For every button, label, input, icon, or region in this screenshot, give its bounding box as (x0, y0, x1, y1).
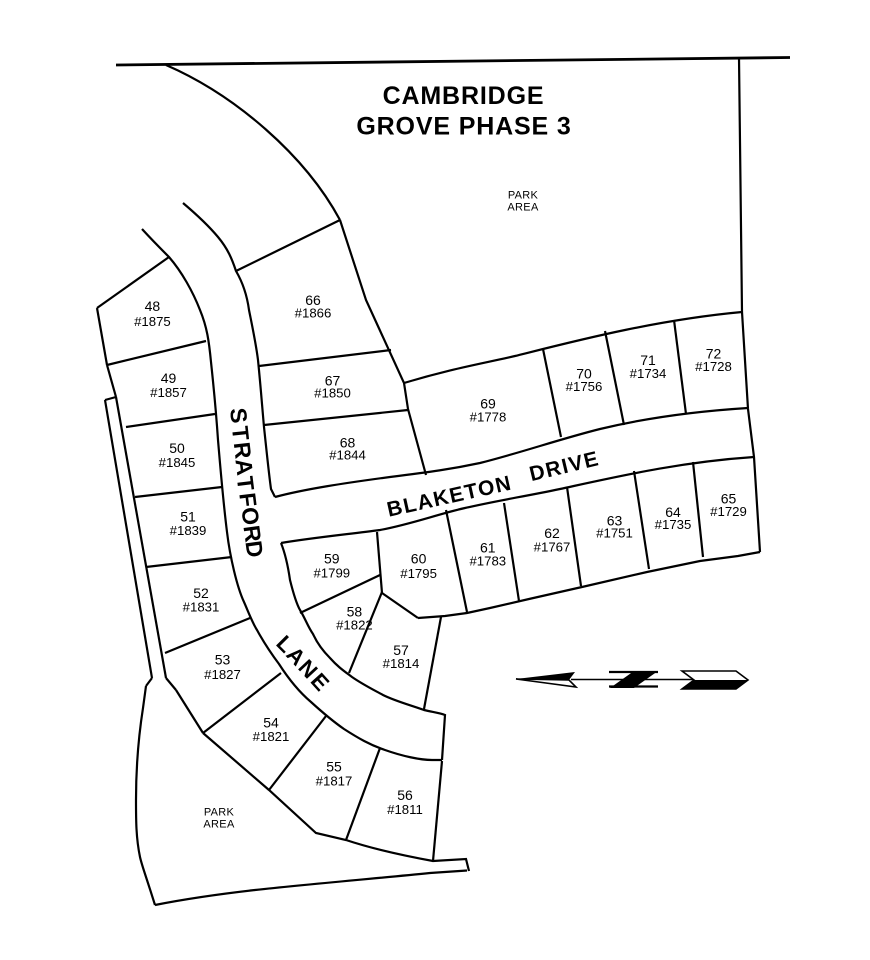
svg-text:S: S (225, 407, 252, 425)
svg-text:64: 64 (665, 504, 681, 520)
svg-text:PARK: PARK (204, 806, 235, 818)
svg-text:71: 71 (640, 352, 656, 368)
svg-text:57: 57 (393, 642, 409, 658)
svg-text:51: 51 (180, 509, 196, 525)
svg-text:#1767: #1767 (534, 540, 571, 555)
svg-text:52: 52 (193, 585, 209, 601)
svg-text:#1817: #1817 (316, 773, 353, 788)
svg-text:#1795: #1795 (400, 566, 437, 581)
svg-text:69: 69 (480, 396, 496, 412)
svg-text:70: 70 (576, 365, 592, 381)
svg-text:PARK: PARK (508, 190, 539, 202)
svg-text:O: O (236, 506, 264, 527)
svg-text:GROVE PHASE 3: GROVE PHASE 3 (356, 113, 571, 141)
svg-text:50: 50 (169, 440, 185, 456)
svg-text:58: 58 (347, 603, 363, 619)
svg-text:61: 61 (480, 539, 496, 555)
svg-text:#1844: #1844 (329, 447, 366, 462)
svg-text:D: D (240, 539, 268, 559)
svg-text:#1821: #1821 (253, 729, 290, 744)
svg-text:60: 60 (411, 551, 427, 567)
svg-text:#1811: #1811 (387, 802, 423, 817)
svg-text:#1799: #1799 (313, 566, 350, 581)
svg-text:54: 54 (263, 714, 279, 730)
svg-text:#1729: #1729 (710, 504, 747, 519)
svg-text:48: 48 (145, 298, 161, 314)
svg-text:T: T (227, 425, 254, 442)
svg-text:#1866: #1866 (295, 305, 332, 320)
svg-text:59: 59 (324, 551, 340, 567)
svg-text:66: 66 (305, 292, 321, 308)
svg-text:#1783: #1783 (469, 553, 506, 568)
svg-text:#1845: #1845 (159, 455, 196, 470)
svg-text:#1778: #1778 (470, 409, 507, 424)
svg-text:#1814: #1814 (383, 656, 420, 671)
svg-text:49: 49 (161, 370, 177, 386)
svg-text:56: 56 (397, 787, 413, 803)
svg-text:#1850: #1850 (314, 386, 351, 401)
svg-text:R: R (229, 441, 257, 461)
svg-text:#1839: #1839 (170, 523, 207, 538)
svg-text:#1756: #1756 (566, 379, 603, 394)
svg-text:#1734: #1734 (630, 366, 667, 381)
svg-text:R: R (238, 524, 266, 544)
svg-text:A: A (230, 457, 258, 477)
svg-text:CAMBRIDGE: CAMBRIDGE (383, 82, 545, 110)
svg-text:#1827: #1827 (204, 667, 241, 682)
svg-text:AREA: AREA (203, 818, 235, 830)
svg-text:F: F (234, 491, 262, 508)
svg-text:67: 67 (325, 373, 341, 389)
svg-text:#1875: #1875 (134, 314, 171, 329)
svg-text:62: 62 (544, 525, 560, 541)
svg-text:72: 72 (706, 346, 722, 362)
svg-text:T: T (232, 475, 260, 492)
svg-text:AREA: AREA (507, 201, 539, 213)
svg-text:63: 63 (607, 513, 623, 529)
svg-text:53: 53 (215, 652, 231, 668)
svg-text:#1728: #1728 (695, 359, 732, 374)
svg-text:55: 55 (326, 759, 342, 775)
svg-text:#1735: #1735 (655, 517, 692, 532)
svg-text:#1857: #1857 (150, 385, 187, 400)
svg-text:68: 68 (340, 435, 356, 451)
svg-text:#1822: #1822 (336, 618, 373, 633)
svg-text:#1831: #1831 (183, 600, 220, 615)
svg-text:#1751: #1751 (596, 526, 633, 541)
svg-text:65: 65 (721, 491, 737, 507)
